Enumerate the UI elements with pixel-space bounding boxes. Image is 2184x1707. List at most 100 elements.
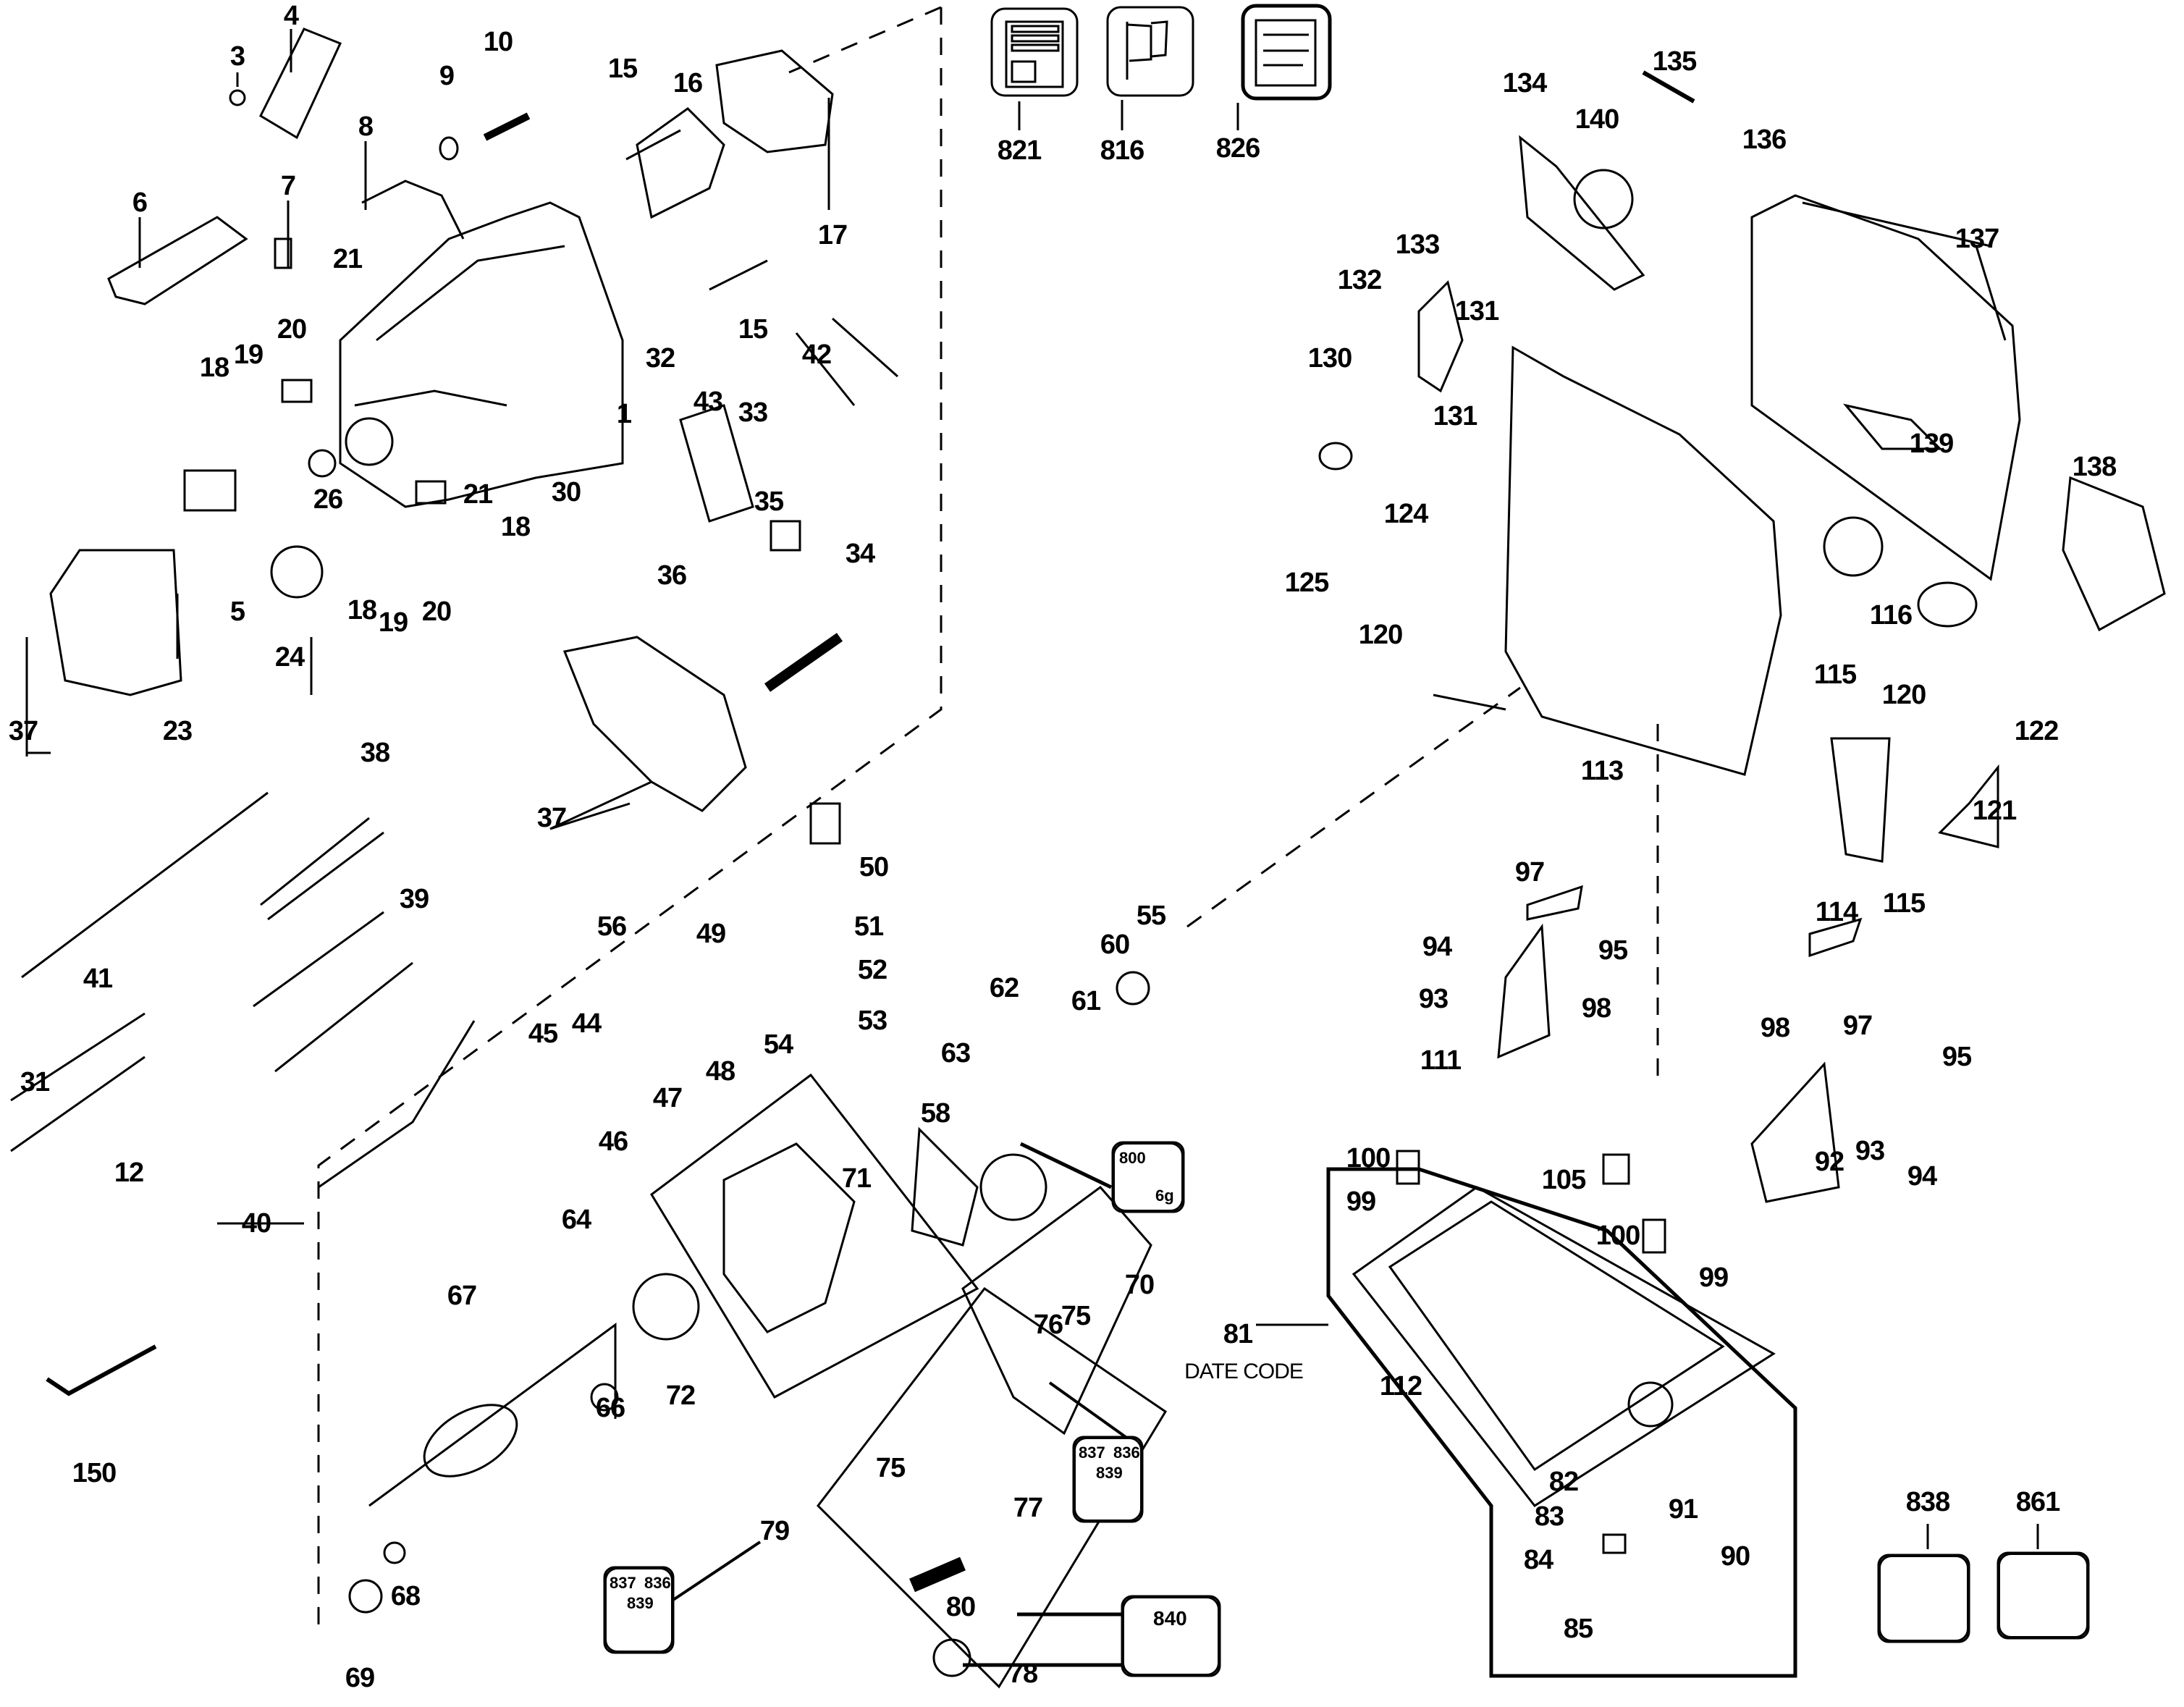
callout-105: 105 <box>1541 1165 1586 1195</box>
kit-box-838 <box>1879 1555 1969 1642</box>
part-140-ring <box>1573 169 1634 229</box>
kit-code-836: 836 <box>1113 1443 1140 1462</box>
callout-31: 31 <box>20 1067 50 1097</box>
part-99-knob-a <box>1396 1150 1420 1185</box>
part-136-window <box>1843 403 1943 450</box>
callout-52: 52 <box>857 955 887 985</box>
part-5-module <box>183 469 237 512</box>
callout-9: 9 <box>439 61 455 91</box>
leader-lines <box>25 29 2007 1326</box>
callout-98-a: 98 <box>1581 993 1611 1024</box>
callout-76: 76 <box>1033 1310 1063 1340</box>
grease-unit: 6g <box>1155 1187 1174 1205</box>
part-111-fence <box>1497 923 1551 1059</box>
callout-72: 72 <box>665 1381 696 1411</box>
callout-121: 121 <box>1972 796 2017 826</box>
callout-80: 80 <box>945 1592 976 1622</box>
callout-58: 58 <box>920 1098 950 1129</box>
part-99-knob-b <box>1642 1218 1666 1254</box>
callout-132: 132 <box>1337 265 1382 295</box>
kit-box-861 <box>1998 1553 2088 1638</box>
callout-122: 122 <box>2014 716 2059 746</box>
callout-124: 124 <box>1383 499 1428 529</box>
part-67-armature <box>423 1404 518 1478</box>
callout-17: 17 <box>817 220 848 250</box>
part-40-suppressor <box>318 1020 476 1189</box>
part-116-plate <box>1917 581 1978 628</box>
callout-5: 5 <box>229 597 245 627</box>
callout-97-b: 97 <box>1842 1011 1873 1041</box>
part-15-bolt-a <box>625 129 681 161</box>
part-38-lead-a <box>260 817 370 906</box>
part-7-plate <box>274 237 292 269</box>
callout-82: 82 <box>1548 1467 1579 1497</box>
callout-131-b: 131 <box>1433 401 1477 431</box>
kit-code-839: 839 <box>627 1594 654 1612</box>
arrow-800 <box>1019 1142 1113 1189</box>
callout-61: 61 <box>1071 986 1101 1016</box>
part-78-bushing <box>909 1556 966 1593</box>
part-68-washer <box>383 1541 406 1564</box>
callout-63: 63 <box>940 1038 971 1069</box>
part-136-guard <box>1750 194 2021 581</box>
callout-26: 26 <box>313 484 343 515</box>
callout-140: 140 <box>1574 104 1619 135</box>
callout-39: 39 <box>399 884 429 914</box>
callout-24: 24 <box>274 642 305 673</box>
callout-111: 111 <box>1420 1045 1462 1076</box>
callout-60: 60 <box>1100 930 1130 960</box>
callout-20-a: 20 <box>277 314 307 345</box>
part-32-switch-module <box>679 404 754 523</box>
kit-code-840: 840 <box>1153 1607 1187 1630</box>
callout-35: 35 <box>754 486 784 517</box>
part-20-brush-holder-a <box>281 379 313 403</box>
base-group <box>1326 1150 1797 1678</box>
callout-1: 1 <box>616 399 632 429</box>
kit-code-837: 837 <box>610 1574 636 1592</box>
callout-98-b: 98 <box>1760 1013 1790 1043</box>
part-84-switch <box>1602 1533 1627 1554</box>
grease-amount: 800 <box>1119 1149 1146 1167</box>
part-42-wire <box>832 317 898 378</box>
part-95-bar-left <box>1526 885 1583 921</box>
kit-boxes <box>603 1141 2090 1677</box>
motor-housing <box>339 180 624 508</box>
wiring-leads <box>10 791 476 1396</box>
callout-47: 47 <box>652 1083 683 1113</box>
callout-138: 138 <box>2072 452 2117 482</box>
part-33-wire <box>795 332 856 406</box>
grease-kit-box: 800 6g <box>1113 1142 1184 1212</box>
callout-120-a: 120 <box>1358 620 1403 650</box>
part-23-end-cap <box>49 549 182 696</box>
part-66-bearing <box>590 1383 619 1412</box>
callout-19-b: 19 <box>378 607 408 638</box>
callout-139: 139 <box>1909 429 1954 459</box>
callout-115-b: 115 <box>1882 888 1926 919</box>
callout-55: 55 <box>1136 901 1166 931</box>
kit-code-839: 839 <box>1096 1464 1123 1482</box>
callout-130: 130 <box>1307 343 1352 374</box>
part-67-bracket <box>368 1323 617 1507</box>
callout-46: 46 <box>598 1126 628 1157</box>
part-64-gear-case <box>722 1142 856 1333</box>
callout-36: 36 <box>657 560 687 591</box>
brush-kit-box-right: 837 836 839 <box>1074 1437 1142 1522</box>
callout-33: 33 <box>738 397 768 428</box>
gearbox-group <box>348 802 1168 1689</box>
callout-112: 112 <box>1379 1371 1422 1402</box>
callout-150: 150 <box>72 1458 117 1488</box>
callout-133: 133 <box>1395 229 1440 260</box>
callout-93-a: 93 <box>1418 984 1449 1014</box>
callout-48: 48 <box>705 1056 735 1087</box>
callout-131-a: 131 <box>1454 296 1499 326</box>
callout-53: 53 <box>857 1006 887 1036</box>
callout-3: 3 <box>229 41 245 72</box>
callout-44: 44 <box>571 1008 602 1039</box>
callout-100-a: 100 <box>1346 1143 1391 1173</box>
callout-34: 34 <box>845 539 875 569</box>
callout-821: 821 <box>997 135 1042 166</box>
callout-43: 43 <box>693 387 723 417</box>
brush-kit-box-left: 837 836 839 <box>604 1567 673 1653</box>
